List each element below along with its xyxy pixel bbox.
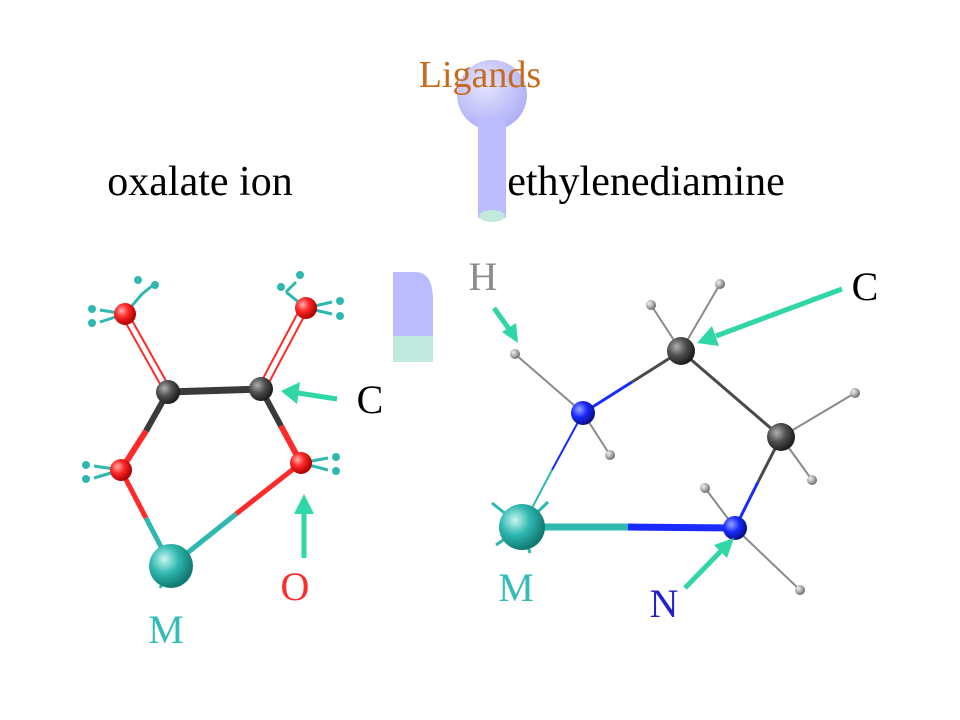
oxalate-cc-bond [167,385,262,396]
oxalate-carbon-label: C [357,377,384,422]
ethylenediamine-heading: ethylenediamine [507,159,785,205]
hydrogen-arrow [491,306,512,331]
decor-block [393,272,433,342]
ethylenediamine-model [491,279,860,595]
en-hydrogen-atom [715,279,725,289]
oxalate-metal-label: M [148,607,184,652]
oxalate-arrows [281,382,338,558]
oxalate-model [82,271,344,589]
en-carbon-atom [667,337,695,365]
en-hydrogen-atom [605,450,615,460]
background-decoration [393,60,527,362]
en-nitrogen-atom [571,401,595,425]
decor-ball [457,60,527,130]
decor-block-base [393,336,433,362]
oxalate-metal-atom [149,544,193,588]
carbon-arrow [297,390,338,402]
hydrogen-arrowhead [502,323,518,343]
oxalate-oxygen-label: O [281,564,310,609]
oxygen-arrowhead [294,494,314,514]
carbon-arrowhead [281,382,300,404]
oxalate-oxygen-atom [110,459,132,481]
en-nitrogen-label: N [650,581,679,626]
oxalate-heading: oxalate ion [107,159,292,205]
nitrogen-arrow [683,549,723,590]
en-carbon-arrow [715,286,843,339]
en-hydrogen-label: H [469,254,498,299]
en-metal-label: M [498,565,534,610]
en-hydrogen-atom [646,300,656,310]
oxalate-oxygen-atom [295,297,317,319]
nitrogen-arrowhead [714,538,734,558]
en-metal-atom [499,504,545,550]
oxalate-carbon-atom [156,380,180,404]
en-hydrogen-atom [510,349,520,359]
en-hydrogen-atoms [510,279,860,595]
decor-stick-end [479,210,505,222]
en-hydrogen-atom [795,585,805,595]
oxalate-double-bonds [122,304,309,392]
oxalate-carbon-atom [249,377,273,401]
slide-title: Ligands [419,54,541,96]
en-carbon-label: C [852,264,879,309]
oxalate-oxygen-atom [114,303,136,325]
ethylenediamine-arrows [491,286,843,590]
en-carbon-arrowhead [697,326,719,346]
en-hydrogen-atom [807,475,817,485]
en-nitrogen-atom [723,516,747,540]
en-carbon-atom [767,423,795,451]
en-hydrogen-atom [850,388,860,398]
hydroxyl-stub-atoms [82,271,344,483]
decor-stick [478,118,506,218]
oxalate-oxygen-atom [290,452,312,474]
en-hydrogen-atom [700,483,710,493]
